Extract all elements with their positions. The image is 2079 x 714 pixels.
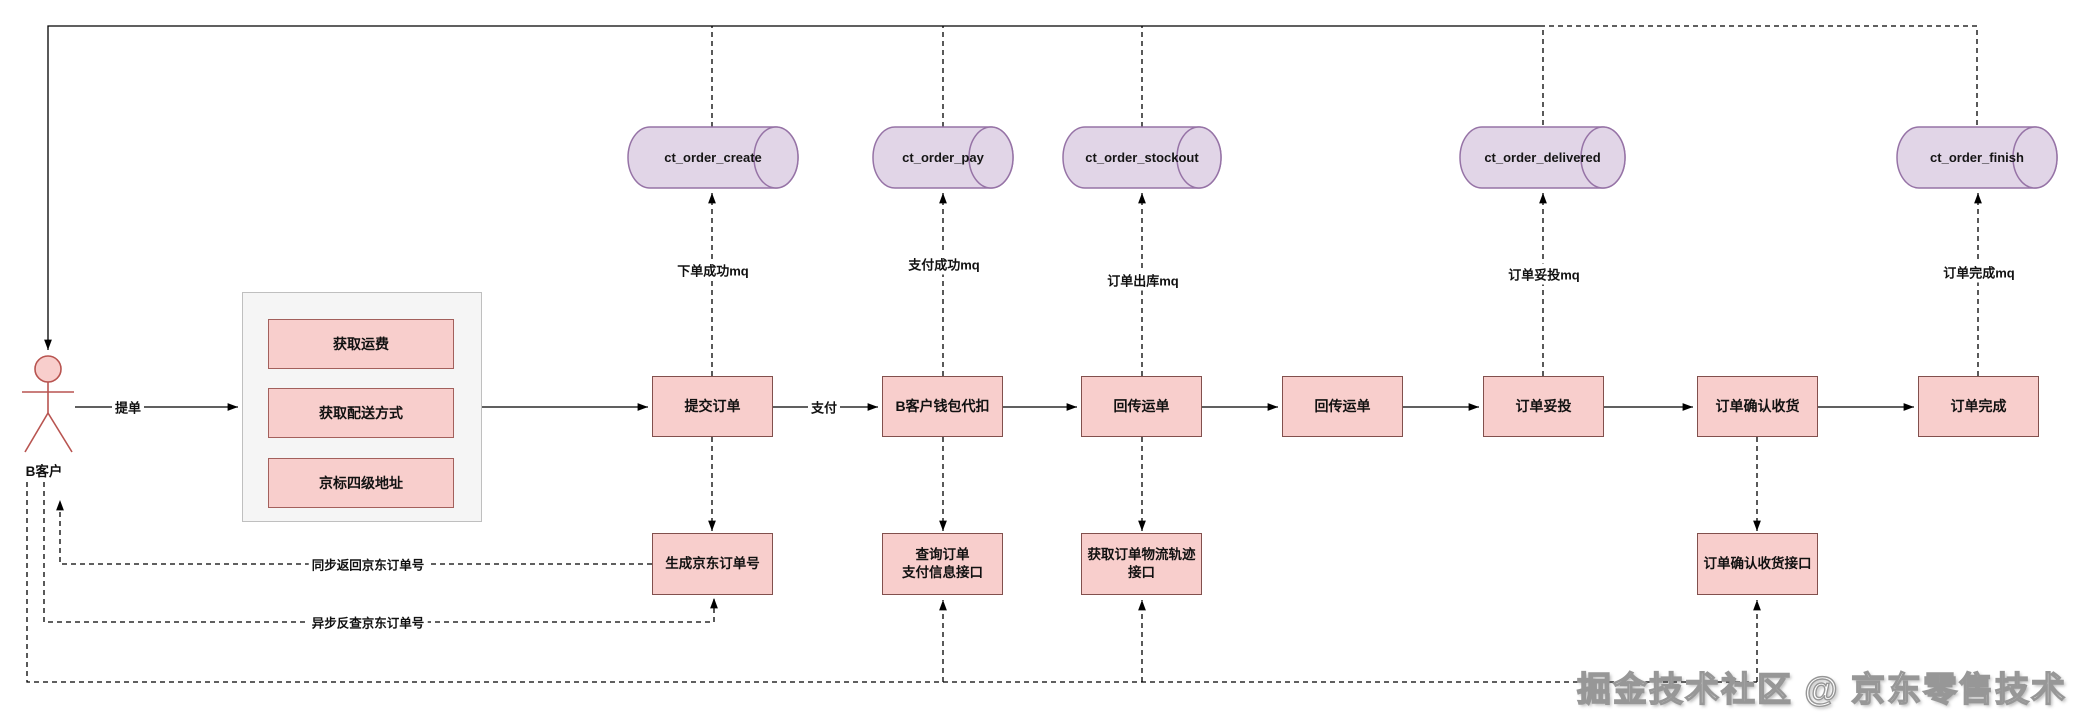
flow-node-return-waybill-2: 回传运单 bbox=[1282, 376, 1403, 437]
queue-label-ct_order_delivered: ct_order_delivered bbox=[1484, 150, 1601, 165]
group-item-freight: 获取运费 bbox=[268, 319, 454, 369]
bottom-bus bbox=[26, 482, 1761, 683]
queue-cylinders bbox=[627, 126, 2058, 189]
queue-cylinder-ct_order_create bbox=[627, 126, 799, 189]
queue-cylinder-ct_order_stockout bbox=[1062, 126, 1222, 189]
mq-label-order-stockout: 订单出库mq bbox=[1104, 269, 1182, 291]
flow-node-order-delivered: 订单妥投 bbox=[1483, 376, 1604, 437]
edge-label-pay: 支付 bbox=[807, 397, 841, 417]
api-node-confirm-receipt: 订单确认收货接口 bbox=[1697, 533, 1818, 595]
group-item-delivery: 获取配送方式 bbox=[268, 388, 454, 438]
mq-label-order-finish: 订单完成mq bbox=[1940, 261, 2018, 283]
actor-label: B客户 bbox=[25, 464, 63, 479]
mq-label-order-delivered: 订单妥投mq bbox=[1505, 263, 1583, 285]
feedback-line-dashed bbox=[1543, 25, 1978, 125]
queue-cylinder-ct_order_finish bbox=[1896, 126, 2058, 189]
sync-return-line bbox=[56, 500, 652, 565]
queue-cylinder-ct_order_delivered bbox=[1459, 126, 1626, 189]
flow-node-wallet-deduct: B客户钱包代扣 bbox=[882, 376, 1003, 437]
api-node-query-pay-info: 查询订单 支付信息接口 bbox=[882, 533, 1003, 595]
feedback-line-solid bbox=[44, 25, 1543, 350]
group-item-address: 京标四级地址 bbox=[268, 458, 454, 508]
api-node-create-order-id: 生成京东订单号 bbox=[652, 533, 773, 595]
pre-order-group: 获取运费 获取配送方式 京标四级地址 bbox=[242, 292, 482, 522]
flow-node-submit-order: 提交订单 bbox=[652, 376, 773, 437]
queue-cylinder-ct_order_pay bbox=[872, 126, 1014, 189]
watermark: 掘金技术社区 @ 京东零售技术 bbox=[1576, 670, 2067, 709]
queue-label-ct_order_finish: ct_order_finish bbox=[1930, 150, 2024, 165]
edge-label-submit: 提单 bbox=[111, 397, 145, 417]
mq-label-pay-success: 支付成功mq bbox=[905, 253, 983, 275]
queue-label-ct_order_stockout: ct_order_stockout bbox=[1085, 150, 1199, 165]
queue-label-ct_order_pay: ct_order_pay bbox=[902, 150, 984, 165]
queue-label-ct_order_create: ct_order_create bbox=[664, 150, 762, 165]
async-query-line bbox=[43, 482, 718, 623]
actor-figure bbox=[22, 355, 74, 453]
flow-node-return-waybill-1: 回传运单 bbox=[1081, 376, 1202, 437]
edge-label-sync-return: 同步返回京东订单号 bbox=[308, 554, 428, 574]
api-node-logistics-track: 获取订单物流轨迹 接口 bbox=[1081, 533, 1202, 595]
edge-label-async-query: 异步反查京东订单号 bbox=[308, 612, 428, 632]
api-call-lines bbox=[708, 437, 1761, 531]
mq-label-order-created: 下单成功mq bbox=[674, 259, 752, 281]
flow-node-confirm-receipt: 订单确认收货 bbox=[1697, 376, 1818, 437]
flow-node-order-finish: 订单完成 bbox=[1918, 376, 2039, 437]
mq-publish-lines bbox=[708, 193, 1982, 376]
queue-top-risers bbox=[711, 26, 1544, 127]
